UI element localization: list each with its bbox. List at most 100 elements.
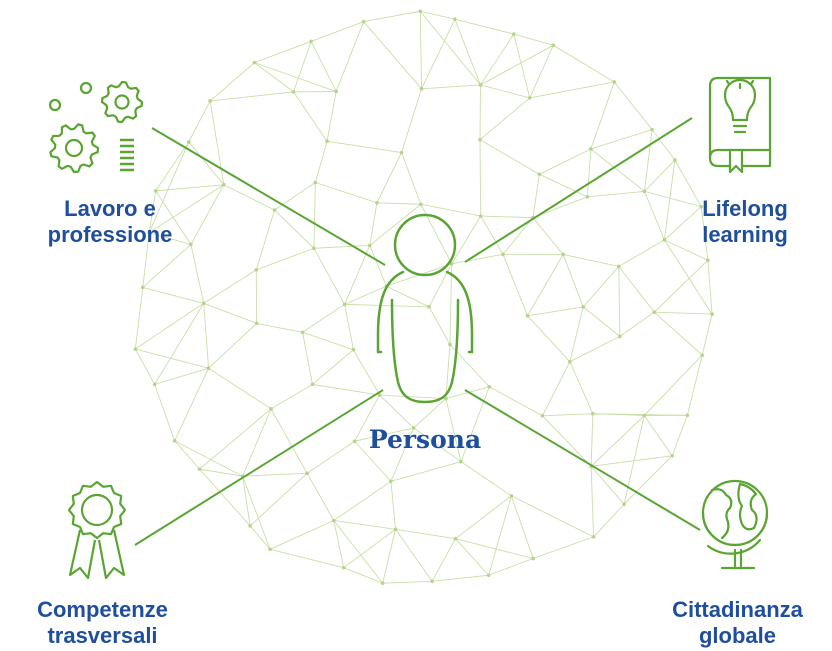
mesh-edge [590, 413, 594, 467]
mesh-edge [155, 190, 192, 245]
node-label-lavoro: Lavoro e professione [30, 196, 190, 249]
mesh-edge [313, 182, 316, 249]
mesh-edge [190, 184, 225, 245]
mesh-edge [532, 174, 540, 218]
center-label: Persona [345, 425, 505, 455]
mesh-node [201, 301, 206, 306]
mesh-edge [562, 254, 584, 308]
mesh-edge [269, 548, 344, 569]
mesh-edge [333, 520, 384, 584]
mesh-edge [142, 232, 150, 288]
mesh-node [291, 90, 296, 94]
mesh-edge [479, 139, 482, 217]
mesh-node [418, 9, 423, 14]
mesh-node [208, 99, 212, 103]
mesh-edge [451, 215, 482, 265]
mesh-node [618, 334, 622, 339]
mesh-node [453, 17, 457, 22]
mesh-edge [511, 495, 594, 538]
mesh-edge [613, 81, 653, 130]
mesh-node [537, 172, 542, 177]
mesh-edge [379, 394, 446, 400]
mesh-node [551, 43, 556, 48]
mesh-edge [590, 148, 645, 192]
mesh-edge [569, 361, 594, 414]
mesh-edge [413, 427, 462, 463]
mesh-node [269, 407, 273, 411]
mesh-edge [707, 260, 713, 315]
mesh-edge [664, 239, 713, 315]
mesh-edge [455, 538, 490, 576]
node-label-lifelong: Lifelong learning [670, 196, 820, 249]
mesh-node [685, 413, 690, 418]
mesh-node [305, 471, 309, 476]
mesh-edge [155, 141, 190, 192]
mesh-edge [488, 495, 512, 576]
mesh-edge [454, 18, 514, 35]
mesh-node [478, 137, 482, 142]
mesh-node [312, 246, 316, 251]
mesh-edge [382, 580, 433, 584]
mesh-edge [401, 152, 422, 205]
mesh-node [501, 252, 505, 257]
mesh-edge [135, 348, 209, 369]
mesh-node [700, 353, 705, 357]
mesh-edge [344, 304, 354, 350]
mesh-node [140, 285, 145, 290]
mesh-edge [529, 81, 615, 99]
mesh-edge [363, 21, 422, 90]
mesh-edge [376, 152, 402, 204]
mesh-node [527, 96, 532, 100]
mesh-edge [421, 19, 456, 89]
mesh-edge [644, 159, 676, 192]
mesh-edge [174, 440, 243, 477]
mesh-edge [479, 97, 531, 141]
mesh-edge [590, 81, 615, 150]
label-line: Lifelong [702, 196, 788, 221]
mesh-edge [569, 335, 621, 363]
mesh-edge [618, 266, 621, 337]
mesh-edge [174, 368, 209, 442]
mesh-node [325, 139, 329, 144]
mesh-edge [480, 215, 533, 219]
mesh-node [419, 202, 423, 207]
mesh-edge [269, 520, 335, 550]
mesh-edge [513, 33, 554, 46]
award-ribbon-icon [67, 480, 127, 580]
mesh-node [486, 573, 491, 578]
connector-lines [134, 117, 701, 546]
connector-competenze [134, 389, 384, 546]
mesh-edge [343, 528, 396, 569]
label-line: Cittadinanza [672, 597, 803, 622]
mesh-node [342, 302, 347, 307]
mesh-edge [134, 348, 156, 385]
mesh-edge [539, 148, 592, 175]
mesh-edge [353, 349, 380, 396]
mesh-node [511, 32, 516, 36]
mesh-edge [190, 244, 205, 304]
center-label-text: Persona [368, 425, 482, 454]
mesh-edge [209, 100, 225, 185]
mesh-edge [249, 472, 308, 527]
mesh-node [334, 89, 338, 94]
mesh-node [706, 258, 710, 263]
mesh-node [152, 382, 157, 387]
mesh-node [662, 238, 667, 242]
mesh-edge [644, 190, 702, 208]
mesh-node [642, 413, 647, 418]
mesh-edge [527, 315, 571, 363]
mesh-edge [445, 398, 462, 462]
mesh-node [568, 359, 572, 364]
mesh-edge [310, 41, 337, 92]
mesh-edge [592, 413, 645, 416]
mesh-edge [312, 349, 354, 385]
mesh-edge [382, 529, 396, 584]
node-label-cittadinanza: Cittadinanza globale [650, 597, 825, 650]
mesh-edge [242, 408, 272, 477]
gears-icon [48, 80, 144, 174]
mesh-node [197, 467, 202, 471]
mesh-edge [310, 21, 364, 42]
mesh-node [591, 411, 595, 416]
label-line: professione [47, 222, 173, 248]
